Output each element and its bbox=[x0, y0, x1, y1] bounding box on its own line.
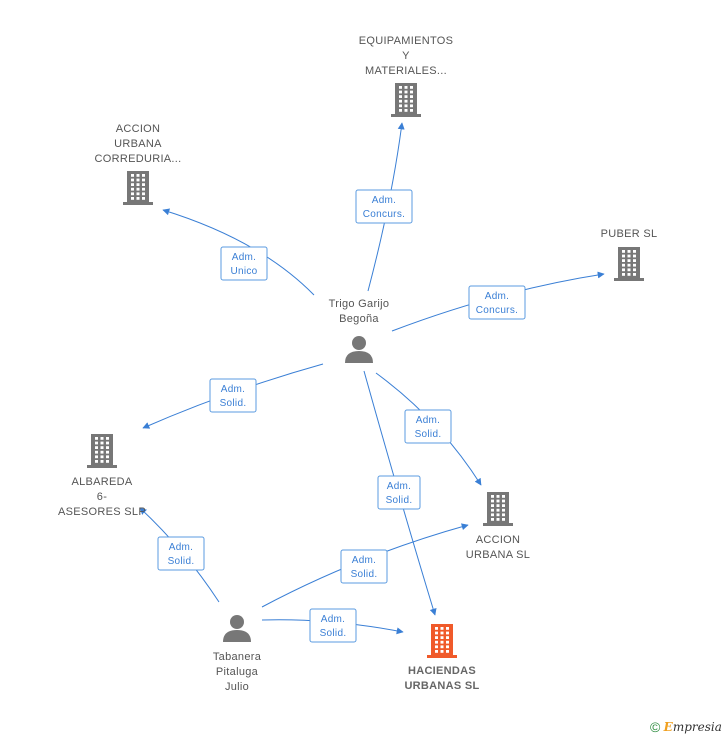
node-label: URBANA SL bbox=[466, 549, 530, 561]
edge-label-text: Solid. bbox=[220, 398, 247, 409]
building-icon bbox=[123, 171, 153, 205]
copyright-symbol: © bbox=[650, 719, 661, 735]
edge-tabanera-to-albareda: Adm. Solid. bbox=[139, 507, 220, 603]
empresia-logo[interactable]: Empresia bbox=[663, 720, 722, 734]
node-label: HACIENDAS bbox=[408, 665, 476, 677]
nodes-layer: EQUIPAMIENTOS Y MATERIALES... ACCION URBANA C… bbox=[58, 35, 657, 693]
node-label: CORREDURIA... bbox=[94, 153, 181, 165]
edge-label-text: Adm. bbox=[485, 291, 510, 302]
edge-trigo-to-albareda: Adm. Solid. bbox=[142, 363, 324, 429]
edge-label-text: Solid. bbox=[168, 556, 195, 567]
node-label: ALBAREDA bbox=[71, 476, 132, 488]
edge-label-text: Unico bbox=[230, 266, 257, 277]
edge-label-text: Solid. bbox=[351, 569, 378, 580]
node-haciendas[interactable]: HACIENDAS URBANAS SL bbox=[404, 624, 479, 692]
edge-tabanera-to-haciendas: Adm. Solid. bbox=[261, 608, 404, 643]
edges-layer: Adm.Concurs.Adm.UnicoAdm.Concurs.Adm.Sol… bbox=[139, 122, 605, 643]
edge-line bbox=[162, 208, 315, 296]
edge-label-text: Concurs. bbox=[363, 209, 405, 220]
edge-label-text: Adm. bbox=[352, 555, 377, 566]
node-label: Y bbox=[402, 50, 410, 62]
footer-brand: © Empresia bbox=[650, 719, 722, 739]
node-label: Julio bbox=[225, 681, 249, 693]
person-icon bbox=[345, 336, 373, 363]
edge-trigo-to-accion-urbana: Adm. Solid. bbox=[375, 372, 482, 486]
node-accion-urbana[interactable]: ACCION URBANA SL bbox=[466, 492, 530, 561]
node-equipamientos[interactable]: EQUIPAMIENTOS Y MATERIALES... bbox=[359, 35, 454, 117]
edge-label-box[interactable] bbox=[209, 378, 257, 413]
edge-label-text: Concurs. bbox=[476, 305, 518, 316]
edge-tabanera-to-accion-urbana: Adm. Solid. bbox=[261, 523, 469, 608]
building-icon bbox=[391, 83, 421, 117]
node-label: URBANAS SL bbox=[404, 680, 479, 692]
edge-label-box[interactable] bbox=[309, 608, 357, 643]
node-label: EQUIPAMIENTOS bbox=[359, 35, 454, 47]
building-icon bbox=[614, 247, 644, 281]
node-accion-correduria[interactable]: ACCION URBANA CORREDURIA... bbox=[94, 123, 181, 205]
edge-trigo-to-equipamientos: Adm. Concurs. bbox=[355, 122, 413, 292]
edge-label-box[interactable] bbox=[157, 536, 205, 571]
node-label: PUBER SL bbox=[601, 228, 658, 240]
edge-trigo-to-accion-correduria: Adm. Unico bbox=[162, 208, 315, 296]
edge-label-text: Adm. bbox=[221, 384, 246, 395]
node-label: ACCION bbox=[116, 123, 161, 135]
edge-label-text: Adm. bbox=[169, 542, 194, 553]
building-icon bbox=[483, 492, 513, 526]
node-puber[interactable]: PUBER SL bbox=[601, 228, 658, 281]
edge-label-box[interactable] bbox=[355, 189, 413, 224]
node-label: Begoña bbox=[339, 313, 379, 325]
building-icon bbox=[87, 434, 117, 468]
edge-label-text: Adm. bbox=[232, 252, 257, 263]
edge-label-box[interactable] bbox=[340, 549, 388, 584]
node-label: Tabanera bbox=[213, 651, 262, 663]
edge-label-text: Adm. bbox=[416, 415, 441, 426]
edge-label-box[interactable] bbox=[468, 285, 526, 320]
node-label: URBANA bbox=[114, 138, 162, 150]
edge-trigo-to-puber: Adm. Concurs. bbox=[391, 271, 605, 332]
node-label: 6- bbox=[97, 491, 107, 503]
person-icon bbox=[223, 615, 251, 642]
edge-trigo-to-haciendas: Adm. Solid. bbox=[363, 370, 437, 616]
edge-label-box[interactable] bbox=[377, 475, 421, 510]
edge-label-box[interactable] bbox=[404, 409, 452, 444]
node-label: Pitaluga bbox=[216, 666, 259, 678]
node-label: ASESORES SLP bbox=[58, 506, 146, 518]
edge-label-text: Solid. bbox=[415, 429, 442, 440]
edge-label-box[interactable] bbox=[220, 246, 268, 281]
node-albareda[interactable]: ALBAREDA 6- ASESORES SLP bbox=[58, 434, 146, 518]
edge-label-text: Adm. bbox=[387, 481, 412, 492]
node-label: MATERIALES... bbox=[365, 65, 447, 77]
building-icon bbox=[427, 624, 457, 658]
node-label: Trigo Garijo bbox=[329, 298, 390, 310]
node-label: ACCION bbox=[476, 534, 521, 546]
edge-label-text: Solid. bbox=[386, 495, 413, 506]
edge-label-text: Adm. bbox=[321, 614, 346, 625]
edge-label-text: Adm. bbox=[372, 195, 397, 206]
edge-label-text: Solid. bbox=[320, 628, 347, 639]
